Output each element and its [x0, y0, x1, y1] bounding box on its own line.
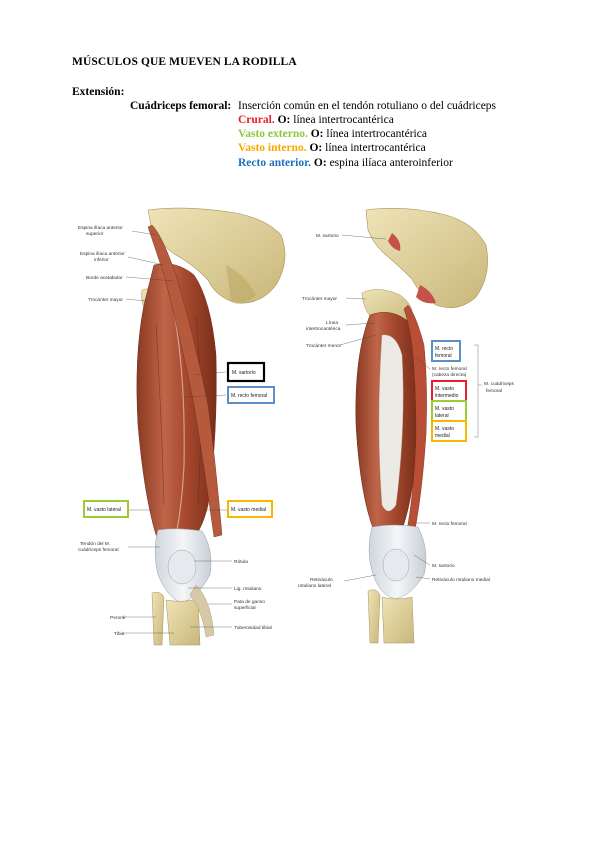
box-label-lateral-2: lateral [435, 413, 449, 419]
head-name: Vasto externo. [238, 128, 308, 140]
section-heading: Extensión: [72, 86, 125, 98]
sartorius-muscle [147, 224, 223, 538]
left-box-vasto-lateral: M. vasto lateral [83, 500, 129, 518]
label-linea: Línea [326, 320, 338, 326]
label-linea-2: intertrocantérica [306, 326, 341, 332]
right-box-vasto-medial: M. vasto medial [431, 420, 467, 442]
anatomy-figure: Espina ilíaca anterior superior Espina i… [78, 207, 514, 646]
box-label-medial-1: M. vasto [435, 426, 454, 432]
right-box-vasto-lateral: M. vasto lateral [431, 400, 467, 422]
label-tendon-2: cuádriceps femoral [78, 547, 119, 553]
right-box-vasto-intermedio: M. vasto intermedio [431, 380, 467, 402]
label-tibia: Tibia [114, 631, 125, 637]
origin-text: línea intertrocantérica [293, 114, 394, 126]
right-leg-illustration: M. sartorio Trocánter mayor Línea intert… [298, 208, 514, 644]
box-label-intermedio-1: M. vasto [435, 386, 454, 392]
insertion-text: Inserción común en el tendón rotuliano o… [238, 100, 497, 112]
page-title: MÚSCULOS QUE MUEVEN LA RODILLA [72, 56, 297, 68]
box-label-recto-2: femoral [435, 353, 452, 359]
head-crural: Crural. O: línea intertrocantérica [238, 114, 394, 126]
origin-text: línea intertrocantérica [326, 128, 427, 140]
origin-label: O: [277, 114, 291, 126]
vastus-intermedius [378, 334, 404, 512]
label-cuadriceps: M. cuádriceps [484, 381, 514, 387]
left-box-recto-femoral: M. recto femoral [227, 386, 275, 404]
label-perone: Peroné [110, 615, 126, 621]
label-tendon: Tendón del M. [80, 541, 110, 547]
label-pata-2: superficial [234, 605, 256, 611]
origin-label: O: [313, 157, 327, 169]
label-retinaculo-med: Retináculo rotuliano medial [432, 577, 490, 583]
head-name: Recto anterior. [238, 157, 312, 169]
label-cuadriceps-2: femoral [486, 388, 502, 394]
label-tuberosidad: Tuberosidad tibial [234, 625, 272, 631]
origin-label: O: [309, 142, 323, 154]
fibula-bone [367, 589, 381, 644]
label-trocanter-mayor: Trocánter mayor [302, 296, 337, 302]
box-label-lateral-1: M. vasto [435, 406, 454, 412]
label-espina-inf: Espina ilíaca anterior [80, 251, 125, 257]
head-vasto-externo: Vasto externo. O: línea intertrocantéric… [238, 128, 427, 140]
right-box-recto-femoral: M. recto femoral [431, 340, 461, 362]
box-label-medial-2: medial [435, 433, 450, 439]
label-trocanter-menor: Trocánter menor [306, 343, 342, 349]
box-label-intermedio-2: intermedio [435, 393, 459, 399]
label-recto-directa-2: (cabeza directa) [432, 372, 467, 378]
right-labels: M. sartorio Trocánter mayor Línea intert… [298, 233, 514, 589]
origin-text: línea intertrocantérica [325, 142, 426, 154]
origin-text: espina ilíaca anteroinferior [329, 157, 453, 169]
box-label-recto: M. recto femoral [231, 393, 267, 399]
label-pata: Pata de ganso [234, 599, 265, 605]
origin-label: O: [310, 128, 324, 140]
left-leg-illustration: Espina ilíaca anterior superior Espina i… [78, 207, 286, 646]
left-labels: Espina ilíaca anterior superior Espina i… [78, 225, 272, 637]
box-label-vasto-medial: M. vasto medial [231, 507, 266, 513]
label-recto-directa: M. recto femoral [432, 366, 467, 372]
label-espina-sup-2: superior [86, 231, 104, 237]
tibia-bone [165, 598, 201, 646]
muscle-name: Cuádriceps femoral: [130, 100, 232, 112]
label-sartorio-top: M. sartorio [316, 233, 339, 239]
label-lig: Lig. rotuliano [234, 586, 262, 592]
label-sartorio-low: M. sartorio [432, 563, 455, 569]
box-label-recto-1: M. recto [435, 346, 453, 352]
box-label-sartorio: M. sartorio [232, 370, 256, 376]
label-retinaculo-lat: Retináculo [310, 577, 333, 583]
left-box-vasto-medial: M. vasto medial [227, 500, 273, 518]
patella [167, 549, 197, 585]
head-name: Vasto interno. [238, 142, 307, 154]
tibia-bone [381, 596, 415, 644]
label-espina-sup: Espina ilíaca anterior [78, 225, 123, 231]
label-borde: Borde acetabular [86, 275, 123, 281]
head-recto-anterior: Recto anterior. O: espina ilíaca anteroi… [238, 157, 453, 169]
label-rotula: Rótula [234, 559, 248, 565]
label-espina-inf-2: inferior [94, 257, 109, 263]
box-label-vasto-lateral: M. vasto lateral [87, 507, 121, 513]
pelvis-bone [147, 207, 286, 304]
label-recto-femoral-low: M. recto femoral [432, 521, 467, 527]
pelvis-bone [365, 208, 488, 308]
label-trocanter: Trocánter mayor [88, 297, 123, 303]
head-name: Crural. [238, 114, 275, 126]
patella [382, 548, 410, 582]
left-box-sartorio: M. sartorio [226, 361, 266, 383]
fibula-bone [151, 591, 165, 646]
label-retinaculo-lat-2: rotuliano lateral [298, 583, 331, 589]
head-vasto-interno: Vasto interno. O: línea intertrocantéric… [238, 142, 426, 154]
